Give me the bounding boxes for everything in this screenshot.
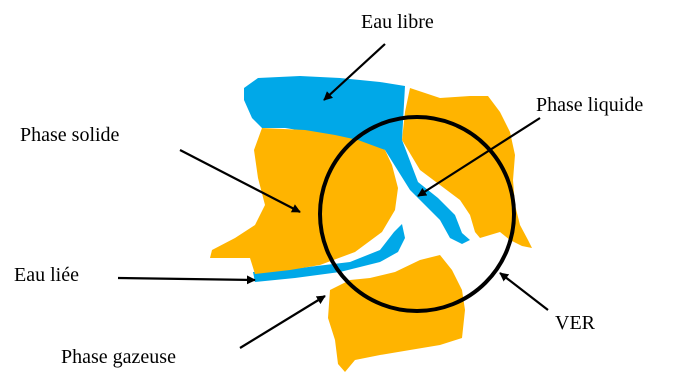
label-eau-libre: Eau libre [361,12,434,32]
solid-grain-bottom [328,255,465,372]
label-phase-solide: Phase solide [20,125,119,145]
arrow-eau-liee [118,278,255,280]
label-phase-liquide: Phase liquide [536,95,643,115]
arrow-ver [500,273,548,310]
label-phase-gazeuse: Phase gazeuse [61,347,176,367]
label-eau-liee: Eau liée [14,265,79,285]
solid-grain-left [210,128,398,274]
label-ver: VER [555,313,595,333]
arrow-phase-gazeuse [240,296,325,348]
